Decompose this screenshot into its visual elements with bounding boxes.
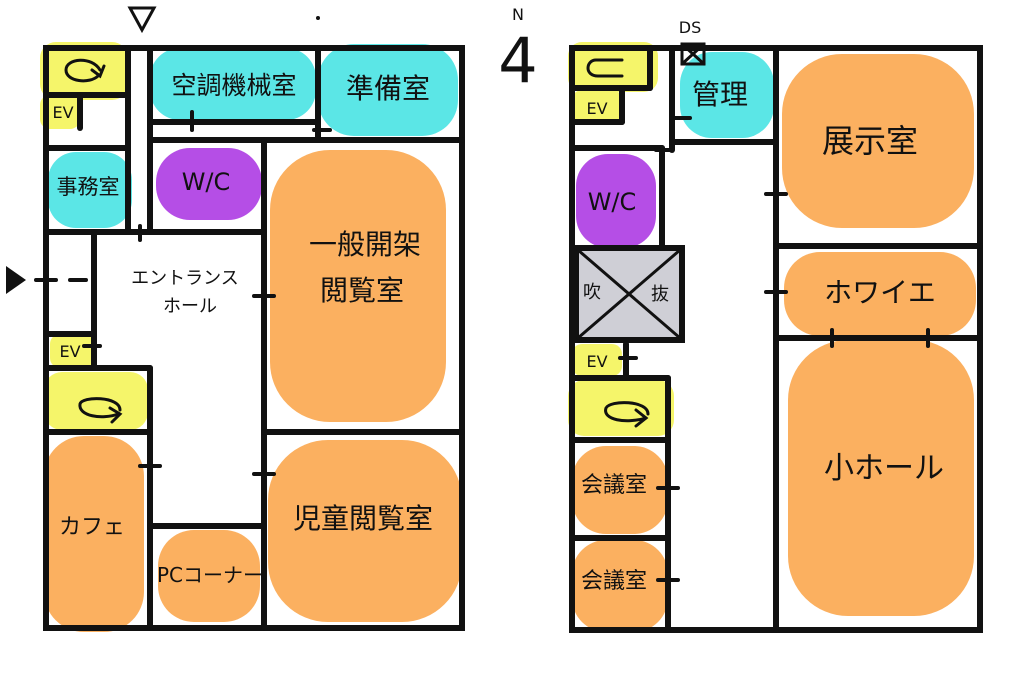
- f2-meeting-2-fill: [572, 540, 668, 632]
- f1-top-entrance-arrow-icon: [127, 6, 157, 34]
- f1-ev-top-label: EV: [52, 103, 73, 122]
- f1-cafe-label: カフェ: [59, 515, 125, 540]
- f1-children-fill: [268, 440, 462, 622]
- f2-ev-mid-label: EV: [586, 352, 607, 371]
- f2-meeting-2-label: 会議室: [581, 569, 647, 594]
- f1-ev-mid-label: EV: [59, 342, 80, 361]
- f2-stair-mid-fill: [568, 380, 674, 436]
- f1-dot-mark: [316, 16, 320, 20]
- f1-stair-mid-fill: [44, 372, 148, 430]
- compass-north-symbol: 4: [498, 24, 537, 97]
- f1-outer-wall: [43, 45, 465, 631]
- f1-ev-mid-fill: [50, 334, 96, 368]
- f2-void-left-label: 吹: [583, 282, 601, 303]
- f1-stair-top-icon: [64, 58, 102, 83]
- f2-ds-box-icon: [680, 42, 706, 66]
- f2-ev-top-fill: [572, 90, 622, 122]
- f2-small-hall-fill: [788, 340, 974, 616]
- f2-foyer-fill: [784, 252, 976, 336]
- f1-prep-fill: [318, 44, 458, 136]
- f2-meeting-1-fill: [572, 446, 668, 534]
- f2-exhibition-fill: [782, 54, 974, 228]
- f2-exhibition-label: 展示室: [822, 122, 918, 160]
- f1-aircon-fill: [150, 48, 316, 120]
- f1-stair-mid-icon: [78, 397, 122, 419]
- f1-pc-label: PCコーナー: [157, 563, 263, 587]
- north-compass: N 4: [498, 5, 537, 97]
- f2-wc-label: W/C: [588, 188, 637, 216]
- f1-prep-label: 準備室: [346, 72, 430, 105]
- compass-north-letter: N: [512, 5, 524, 24]
- f1-stair-top-fill: [40, 42, 128, 100]
- f1-wc-label: W/C: [182, 168, 231, 196]
- f2-stair-mid-icon: [604, 401, 650, 423]
- f2-foyer-label: ホワイエ: [824, 276, 936, 309]
- f1-office-label: 事務室: [57, 175, 120, 199]
- f2-void-box: [573, 245, 685, 343]
- f2-stair-top-icon: [586, 58, 624, 78]
- f1-entrance-label-1: エントランス: [131, 268, 239, 289]
- f2-void-right-label: 抜: [651, 284, 669, 305]
- floor-2-plan: DS 管理 EV W/C 吹 抜 EV 展示室 ホワイエ 小ホール 会議室 会議…: [568, 18, 983, 633]
- f2-wc-fill: [576, 154, 656, 248]
- f1-entrance-arrow-icon: [6, 266, 26, 294]
- f1-cafe-fill: [44, 436, 144, 632]
- f1-pc-fill: [158, 530, 260, 622]
- f2-ev-top-label: EV: [586, 99, 607, 118]
- f1-general-label-2: 閲覧室: [320, 274, 404, 307]
- f2-stair-top-fill: [568, 42, 658, 92]
- f1-aircon-label: 空調機械室: [171, 71, 296, 100]
- f2-ev-mid-fill: [572, 344, 622, 376]
- f1-office-fill: [48, 152, 132, 228]
- f2-meeting-1-label: 会議室: [581, 473, 647, 498]
- f1-entrance-label-2: ホール: [163, 296, 217, 317]
- floor-1-plan: 空調機械室 準備室 EV 事務室 W/C エントランス ホール 一般開架 閲覧室…: [6, 6, 465, 632]
- f1-general-fill: [270, 150, 446, 422]
- f2-ds-label: DS: [679, 18, 701, 37]
- f1-children-label: 児童閲覧室: [293, 502, 433, 535]
- f1-general-label-1: 一般開架: [309, 228, 421, 261]
- f1-ev-top-fill: [40, 95, 80, 129]
- f2-small-hall-label: 小ホール: [824, 451, 944, 486]
- f2-management-fill: [680, 52, 774, 138]
- f1-wc-fill: [156, 148, 262, 220]
- f2-management-label: 管理: [692, 78, 748, 111]
